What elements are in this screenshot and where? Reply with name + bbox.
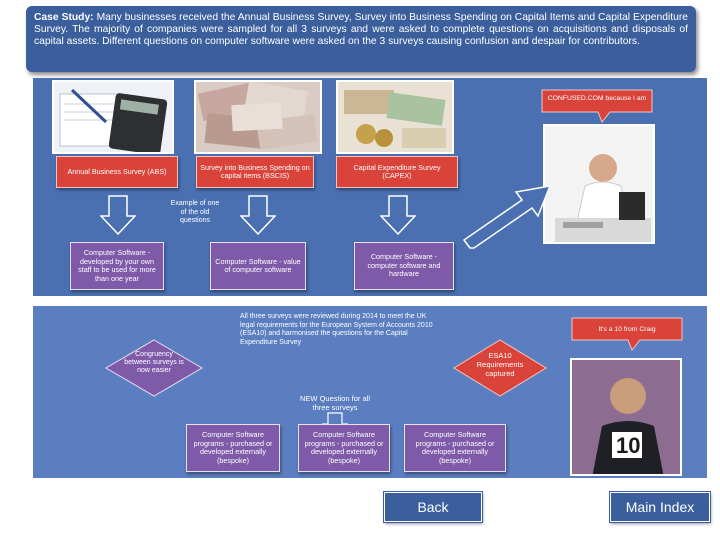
old-question-bscis: Computer Software - value of computer so… bbox=[210, 242, 306, 290]
survey-label: Survey into Business Spending on capital… bbox=[200, 162, 310, 180]
old-question-label: Computer Software - value of computer so… bbox=[215, 256, 301, 274]
old-question-abs: Computer Software - developed by your ow… bbox=[70, 242, 164, 290]
new-question-note: NEW Question for all three surveys bbox=[299, 394, 371, 412]
survey-box-bscis: Survey into Business Spending on capital… bbox=[196, 156, 314, 188]
case-study-header: Case Study: Many businesses received the… bbox=[26, 6, 696, 72]
confused-person-image bbox=[545, 126, 653, 242]
craig-callout-shape bbox=[571, 317, 683, 351]
money-photo bbox=[336, 80, 454, 154]
down-arrow-icon bbox=[100, 195, 136, 236]
money-image bbox=[344, 90, 446, 148]
diagonal-arrow-icon bbox=[462, 185, 552, 249]
esa10-diamond bbox=[453, 339, 547, 397]
survey-label: Annual Business Survey (ABS) bbox=[67, 166, 167, 176]
survey-box-capex: Capital Expenditure Survey (CAPEX) bbox=[336, 156, 458, 188]
confused-callout: CONFUSED.COM because I am bbox=[538, 88, 656, 124]
congruency-diamond bbox=[105, 339, 203, 397]
old-question-capex: Computer Software - computer software an… bbox=[354, 242, 454, 290]
old-question-label: Computer Software - developed by your ow… bbox=[78, 248, 156, 283]
craig-callout-text: It's a 10 from Craig bbox=[598, 326, 656, 333]
calculator-image bbox=[59, 88, 168, 152]
down-arrow-icon bbox=[380, 195, 416, 236]
example-note: Example of one of the old questions bbox=[170, 200, 220, 224]
main-index-button[interactable]: Main Index bbox=[610, 492, 710, 522]
banknotes-photo bbox=[194, 80, 322, 154]
down-arrow-icon bbox=[240, 195, 276, 236]
back-button[interactable]: Back bbox=[384, 492, 482, 522]
new-question-label: Computer Software programs - purchased o… bbox=[304, 430, 384, 465]
congruency-text: Congruency between surveys is now easier bbox=[124, 351, 184, 374]
confused-callout-text: CONFUSED.COM because I am bbox=[547, 95, 647, 102]
confused-callout-shape bbox=[541, 89, 653, 123]
new-question-bscis: Computer Software programs - purchased o… bbox=[298, 424, 390, 472]
review-note: All three surveys were reviewed during 2… bbox=[240, 313, 433, 346]
craig-image: 10 bbox=[572, 360, 680, 474]
header-lead: Case Study: bbox=[34, 12, 94, 23]
new-question-capex: Computer Software programs - purchased o… bbox=[404, 424, 506, 472]
header-text: Many businesses received the Annual Busi… bbox=[34, 12, 688, 47]
calculator-photo bbox=[52, 80, 174, 154]
craig-photo: 10 bbox=[570, 358, 682, 476]
confused-person-photo bbox=[543, 124, 655, 244]
new-question-abs: Computer Software programs - purchased o… bbox=[186, 424, 280, 472]
banknotes-image bbox=[197, 82, 318, 150]
esa10-text: ESA10 Requirements captured bbox=[476, 351, 524, 378]
survey-box-abs: Annual Business Survey (ABS) bbox=[56, 156, 178, 188]
new-question-label: Computer Software programs - purchased o… bbox=[193, 430, 273, 465]
survey-label: Capital Expenditure Survey (CAPEX) bbox=[353, 162, 441, 180]
old-question-label: Computer Software - computer software an… bbox=[367, 252, 441, 279]
score-card: 10 bbox=[616, 433, 640, 458]
new-question-label: Computer Software programs - purchased o… bbox=[415, 430, 495, 465]
